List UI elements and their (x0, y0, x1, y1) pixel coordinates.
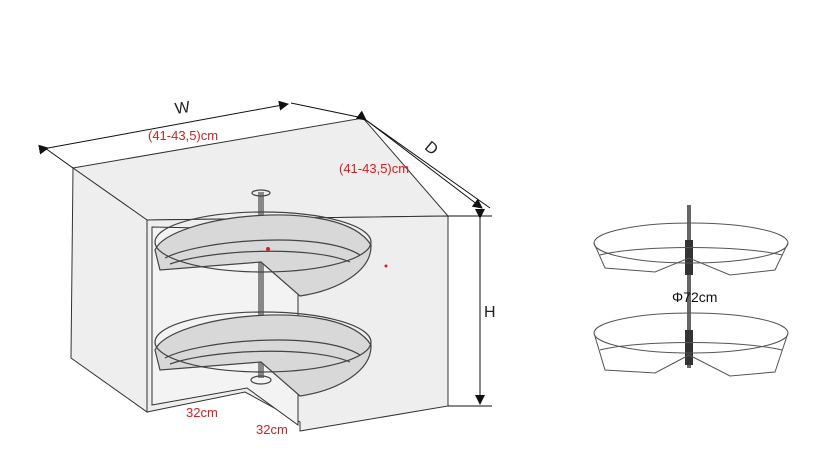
carousel-product-view (593, 205, 789, 377)
opening-left-value: 32cm (186, 405, 218, 420)
lower-basket (154, 311, 372, 397)
carousel-baskets (154, 189, 372, 397)
depth-value: (41-43,5)cm (339, 161, 410, 176)
dimension-lines (38, 100, 492, 407)
upper-basket (154, 211, 372, 297)
width-value: (41-43,5)cm (148, 128, 219, 143)
opening-right-value: 32cm (256, 422, 288, 437)
product-upper-basket (593, 222, 789, 276)
product-lower-basket (593, 312, 789, 377)
diameter-value: Φ72cm (672, 289, 718, 305)
width-label: W (173, 99, 192, 118)
height-label: H (484, 304, 496, 321)
